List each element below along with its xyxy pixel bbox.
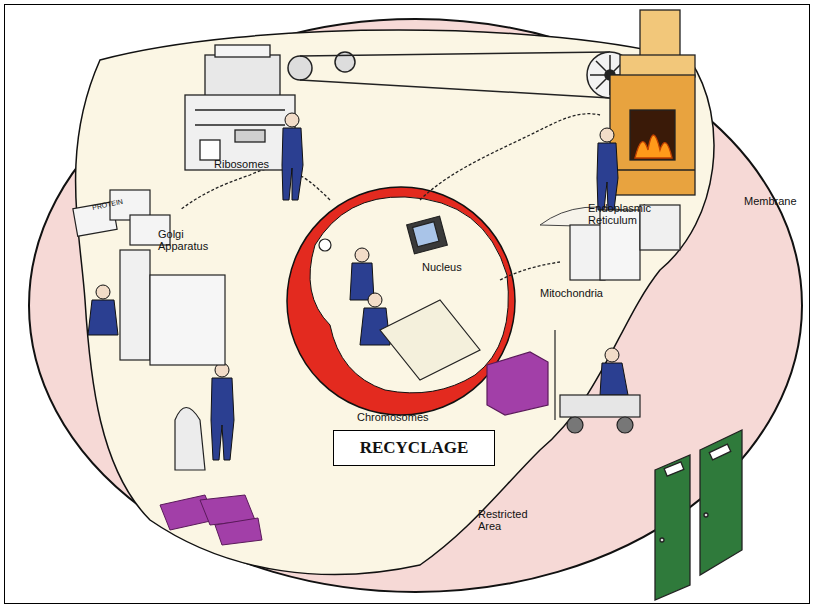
er-station [487,205,680,433]
node-label: Chromosomes [357,411,447,423]
cytoplasm [76,30,714,575]
doors [655,430,742,600]
furnace [610,10,695,195]
nucleus-circle: NucleusChromosomes [285,185,517,417]
ribosome-machine [185,45,295,170]
part-label: Endoplasmic Reticulum [588,202,668,226]
nucleus-outline [285,185,517,417]
nucleoplasm [310,197,508,393]
part-label: PROTEIN [92,196,133,212]
cell-body: MembraneNucleusChromosomesRECYCLAGE [28,18,803,593]
part-label: Golgi Apparatus [158,228,218,252]
cell-membrane [29,19,802,592]
purple-bags [160,495,262,545]
part-label: Restricted Area [478,508,538,532]
part-label: Mitochondria [540,287,620,299]
node-label: RECYCLAGE [333,438,495,457]
wire [500,262,560,280]
part-label: Ribosomes [214,158,294,170]
nuclear-envelope [287,187,515,415]
golgi-station [73,190,225,470]
wire [420,114,600,200]
wire [180,168,330,210]
drive-belt [288,52,633,98]
node-label: Membrane [744,195,814,207]
label-box: RECYCLAGE [333,430,495,466]
node-label: Nucleus [422,261,482,273]
workers [88,113,628,460]
nucleus-props [319,216,480,380]
